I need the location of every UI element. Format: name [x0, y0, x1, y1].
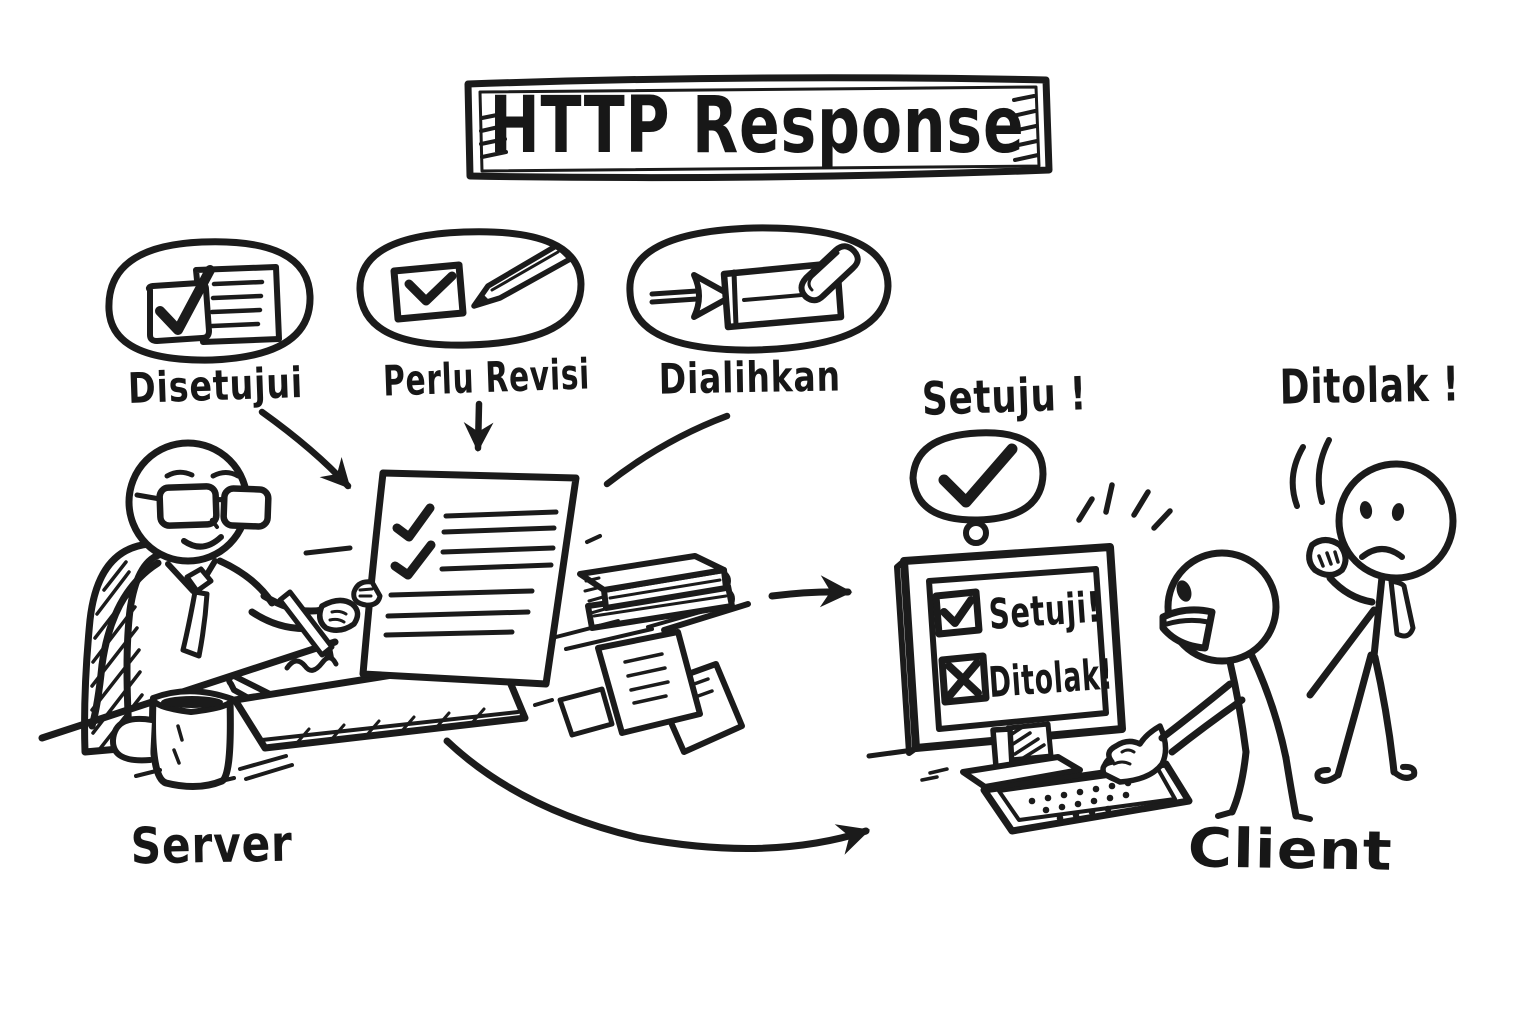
approval-document — [359, 469, 580, 688]
sparkle-lines — [1076, 482, 1173, 531]
client-scene: Setuju ! Setuji! — [866, 356, 1460, 883]
monitor-stand — [920, 721, 1083, 790]
server-label: Server — [130, 815, 293, 876]
approved-callout: Setuju ! — [909, 366, 1088, 546]
server-figure — [88, 439, 326, 730]
desk-right-edge — [661, 601, 751, 633]
bubble-outline — [105, 238, 314, 364]
banner-hatch-right — [1011, 94, 1040, 162]
redirect-curve — [603, 412, 731, 488]
status-label-needs-revision: Perlu Revisi — [382, 349, 591, 405]
crossed-box-icon — [938, 652, 990, 706]
arrow-into-envelope-icon — [649, 243, 861, 331]
server-to-client-arrow — [768, 575, 853, 608]
client-eye — [1176, 580, 1192, 602]
smile — [181, 534, 224, 550]
desk-dash — [866, 748, 909, 759]
monitor: Setuji! Ditolak! — [894, 543, 1126, 756]
checkbox-pencil-icon — [390, 243, 575, 323]
screen-row-rejected: Ditolak! — [938, 649, 1114, 707]
title-text: HTTP Response — [490, 81, 1025, 171]
status-bubble-needs-revision: Perlu Revisi — [356, 228, 591, 406]
sad-necktie — [1388, 578, 1416, 639]
document-lines — [383, 509, 559, 638]
banner-hatch-left — [479, 112, 508, 159]
motion-dash-small — [585, 534, 602, 544]
check-circle-icon — [909, 429, 1047, 546]
loose-papers — [557, 629, 745, 755]
open-smile — [1159, 606, 1216, 652]
eyebrows — [164, 469, 241, 479]
revision-arrow — [463, 400, 494, 453]
status-bubble-redirected: Dialihkan — [626, 224, 892, 404]
mouse-hand — [1100, 723, 1169, 785]
coffee-mug — [110, 688, 294, 790]
frown — [1359, 546, 1405, 560]
server-hands — [277, 579, 383, 663]
sad-head — [1335, 460, 1457, 582]
bubble-outline — [626, 224, 892, 354]
client-label: Client — [1187, 816, 1393, 883]
nose — [210, 518, 219, 529]
client-hand — [1100, 723, 1169, 785]
stand-shadow — [920, 767, 949, 782]
approved-callout-label: Setuju ! — [921, 366, 1088, 426]
rejected-callout-label: Ditolak ! — [1279, 356, 1460, 415]
document-flow-arrow — [443, 737, 871, 855]
status-label-approved: Disetujui — [127, 358, 304, 413]
status-label-redirected: Dialihkan — [658, 351, 841, 403]
status-bubble-approved: Disetujui — [105, 238, 314, 413]
approved-arrow — [258, 408, 352, 490]
screen-rejected-label: Ditolak! — [987, 649, 1114, 707]
writing-pen-icon — [277, 589, 335, 663]
books-shadow — [554, 609, 706, 651]
screen-row-approved: Setuji! — [932, 582, 1102, 639]
rejected-figure — [1289, 437, 1457, 784]
mug-shadow — [134, 754, 294, 788]
bubble-outline — [356, 228, 585, 349]
necktie — [180, 566, 214, 659]
server-scene: Server — [38, 439, 751, 876]
pen-holding-hand — [317, 597, 361, 633]
banner-frame — [464, 74, 1053, 182]
checked-box-icon — [932, 588, 983, 638]
motion-dash — [303, 545, 353, 556]
client-figure — [1158, 549, 1313, 822]
title-banner: HTTP Response — [464, 74, 1053, 182]
book-stack — [554, 553, 735, 651]
screen-approved-label: Setuji! — [987, 582, 1102, 639]
checklist-check-icon — [146, 264, 282, 345]
glasses-icon — [134, 483, 272, 530]
shake-motion-arcs — [1289, 437, 1332, 509]
signature-scribble — [284, 655, 339, 673]
document-checkmarks — [390, 503, 436, 580]
paper-holding-hand — [351, 579, 383, 608]
